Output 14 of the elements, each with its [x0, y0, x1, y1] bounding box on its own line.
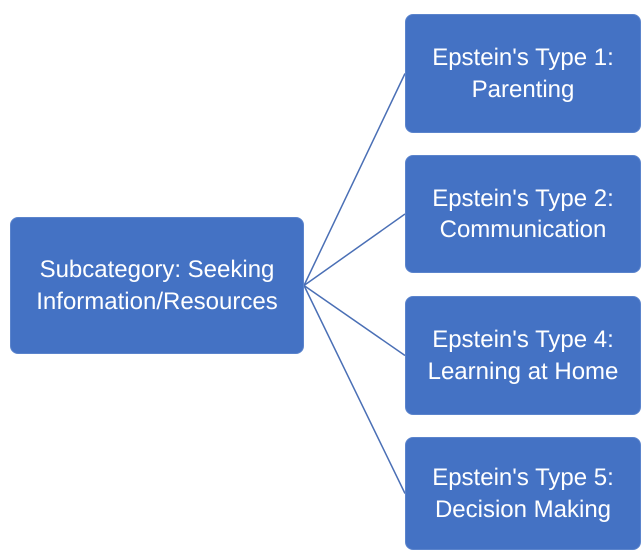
connector-line: [303, 73, 406, 286]
connector-line: [304, 213, 406, 286]
box-label: Epstein's Type 5: Decision Making: [431, 463, 615, 524]
process-box: [405, 155, 641, 273]
box-label: Epstein's Type 4: Learning at Home: [426, 325, 620, 386]
connector-line: [304, 284, 406, 356]
process-box: [405, 14, 641, 133]
box-label: Epstein's Type 2: Communication: [431, 184, 615, 245]
connector-line: [303, 285, 406, 494]
process-box: [405, 296, 641, 415]
process-box: [405, 437, 641, 550]
box-label: Subcategory: Seeking Information/Resources: [35, 255, 279, 316]
box-label: Epstein's Type 1: Parenting: [431, 43, 615, 104]
process-box: [10, 217, 304, 354]
